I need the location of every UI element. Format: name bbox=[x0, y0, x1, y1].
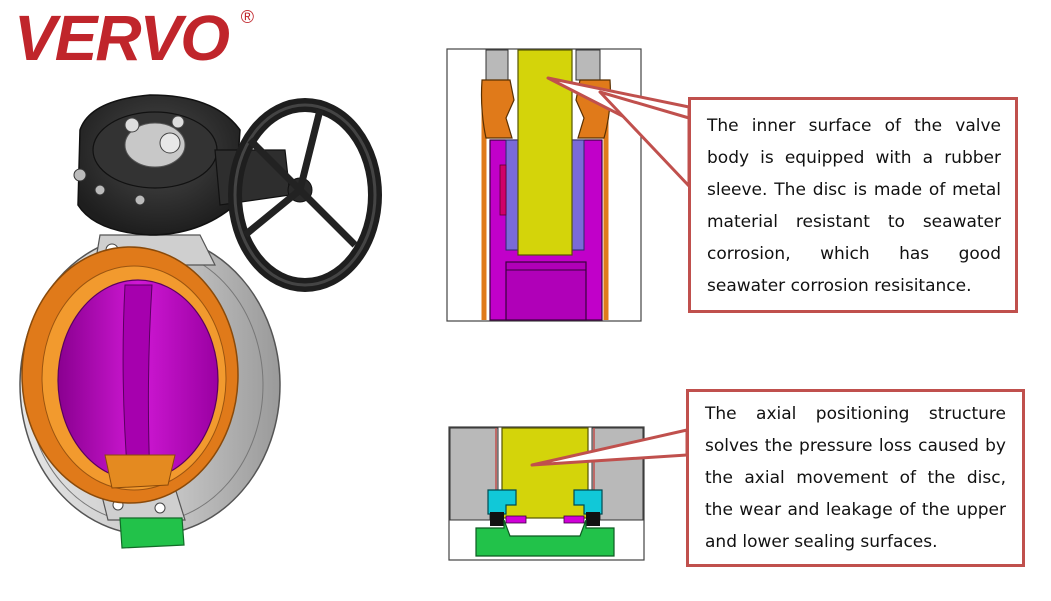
key-slot bbox=[499, 164, 507, 216]
axial-seal-left bbox=[487, 489, 517, 515]
disc-lower-block bbox=[505, 261, 587, 321]
gearbox-bolt-1 bbox=[73, 168, 87, 182]
disc-hub bbox=[122, 284, 153, 481]
lifting-eye-1 bbox=[124, 117, 140, 133]
gearbox-bolt-2 bbox=[94, 184, 106, 196]
handwheel-rim-highlight bbox=[233, 103, 377, 287]
seal-ring-left bbox=[480, 79, 515, 139]
handwheel-spoke-1 bbox=[296, 109, 324, 191]
registered-mark: ® bbox=[240, 7, 255, 27]
body-top-left bbox=[485, 49, 509, 81]
bottom-bolt-hole-right bbox=[154, 502, 166, 514]
worm-housing bbox=[214, 149, 291, 206]
lifting-eye-2 bbox=[171, 115, 185, 129]
brand-logo: VERVO® bbox=[14, 6, 254, 70]
washer-left bbox=[505, 515, 527, 524]
callout-rubber-sleeve: The inner surface of the valve body is e… bbox=[688, 97, 1018, 313]
body-top-right bbox=[575, 49, 601, 81]
bottom-cover-section bbox=[475, 519, 615, 557]
leader-lines bbox=[530, 76, 691, 467]
brand-name: VERVO bbox=[14, 2, 230, 74]
sleeve-bottom bbox=[104, 454, 176, 489]
handwheel-spoke-4 bbox=[247, 137, 303, 193]
callout-rubber-sleeve-text: The inner surface of the valve body is e… bbox=[707, 116, 1001, 296]
cross-section-top bbox=[446, 48, 642, 322]
callout-axial-positioning-text: The axial positioning structure solves t… bbox=[705, 404, 1006, 552]
butterfly-valve-illustration bbox=[19, 94, 382, 549]
o-ring-left bbox=[490, 512, 504, 526]
indicator-cap bbox=[159, 132, 181, 154]
handwheel-spoke-3 bbox=[297, 187, 358, 248]
handwheel-spoke-2 bbox=[242, 187, 303, 238]
washer-right bbox=[563, 515, 585, 524]
callout-axial-positioning: The axial positioning structure solves t… bbox=[686, 389, 1025, 567]
axial-seal-right bbox=[573, 489, 603, 515]
o-ring-right bbox=[586, 512, 600, 526]
gearbox-bolt-3 bbox=[134, 194, 146, 206]
bottom-cap bbox=[119, 517, 185, 549]
